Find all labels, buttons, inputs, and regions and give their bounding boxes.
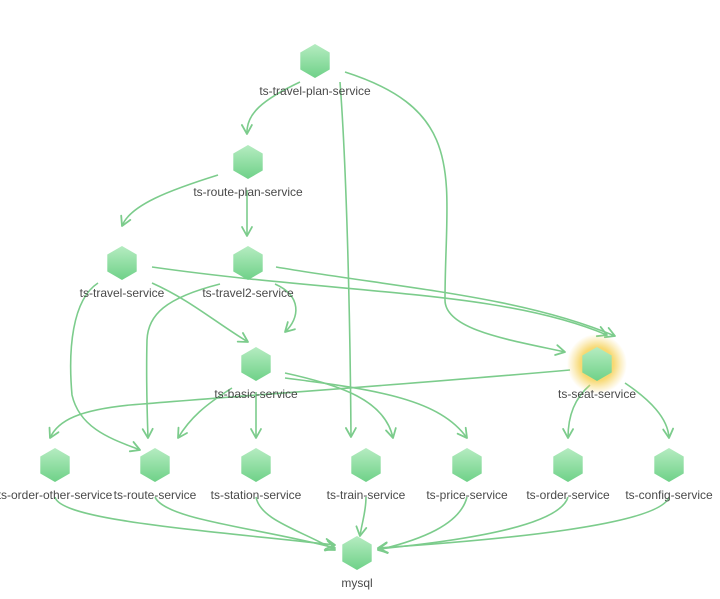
node-ts-station-service[interactable]: ts-station-service [211,448,302,502]
hexagon-icon [300,44,330,78]
edge-ts-travel-service-to-ts-seat-service [151,266,608,336]
edge-ts-travel2-service-to-ts-basic-service [274,283,297,333]
hexagon-icon [233,246,263,280]
node-label: mysql [341,576,372,590]
arrowhead-icon [250,428,262,439]
edge-ts-station-service-to-mysql [255,496,336,551]
node-label: ts-travel2-service [202,286,294,300]
edge-ts-route-service-to-mysql [154,496,336,549]
edge-ts-config-service-to-mysql [377,496,670,549]
node-label: ts-order-other-service [0,488,113,502]
hexagon-icon [342,536,372,570]
arrowhead-icon [241,226,253,237]
arrowhead-icon [377,541,389,554]
node-label: ts-config-service [625,488,713,502]
node-ts-route-plan-service[interactable]: ts-route-plan-service [193,145,303,199]
node-ts-train-service[interactable]: ts-train-service [327,448,406,502]
edge-ts-travel-service-to-ts-basic-service [151,282,249,343]
arrowhead-icon [120,214,132,227]
edge-ts-travel-plan-service-to-ts-train-service [339,81,352,438]
node-ts-price-service[interactable]: ts-price-service [426,448,508,502]
arrowhead-icon [554,344,566,356]
hexagon-icon [107,246,137,280]
node-label: ts-travel-plan-service [259,84,371,98]
edge-ts-route-plan-service-to-ts-travel-service [121,174,219,227]
node-label: ts-travel-service [80,286,165,300]
edges-layer [48,71,674,554]
edge-ts-travel-plan-service-to-ts-seat-service [344,71,566,353]
hexagon-icon [452,448,482,482]
arrowhead-icon [48,426,60,439]
arrowhead-icon [562,428,574,439]
edge-ts-travel-service-to-ts-route-service [69,282,141,451]
node-label: ts-route-plan-service [193,185,303,199]
hexagon-icon [233,145,263,179]
node-ts-config-service[interactable]: ts-config-service [625,448,713,502]
arrowhead-icon [385,427,397,439]
hexagon-icon [582,347,612,381]
hexagon-icon [40,448,70,482]
hexagon-icon [241,448,271,482]
edge-ts-travel-plan-service-to-ts-route-plan-service [246,81,301,135]
hexagon-icon [654,448,684,482]
arrowhead-icon [177,426,188,439]
node-label: ts-order-service [526,488,610,502]
arrowhead-icon [456,426,468,439]
hexagon-icon [553,448,583,482]
node-label: ts-seat-service [558,387,636,401]
node-ts-order-other-service[interactable]: ts-order-other-service [0,448,113,502]
hexagon-icon [351,448,381,482]
hexagon-icon [140,448,170,482]
nodes-layer: ts-travel-plan-service ts-route-plan-ser… [0,44,713,590]
edge-ts-seat-service-to-ts-config-service [624,382,670,439]
node-ts-route-service[interactable]: ts-route-service [114,448,197,502]
node-label: ts-price-service [426,488,508,502]
node-ts-travel-plan-service[interactable]: ts-travel-plan-service [259,44,371,98]
arrowhead-icon [323,540,336,551]
node-mysql[interactable]: mysql [341,536,373,590]
edge-ts-order-other-service-to-mysql [54,496,336,546]
edge-ts-basic-service-to-ts-route-service [177,387,233,439]
node-label: ts-train-service [327,488,406,502]
arrowhead-icon [345,427,357,438]
node-ts-basic-service[interactable]: ts-basic-service [214,347,298,401]
edge-ts-travel2-service-to-ts-route-service [145,283,221,439]
node-ts-travel-service[interactable]: ts-travel-service [80,246,165,300]
node-label: ts-basic-service [214,387,298,401]
edge-ts-seat-service-to-ts-order-other-service [49,369,571,439]
node-ts-travel2-service[interactable]: ts-travel2-service [202,246,294,300]
arrowhead-icon [236,332,249,343]
node-label: ts-station-service [211,488,302,502]
hexagon-icon [241,347,271,381]
node-ts-order-service[interactable]: ts-order-service [526,448,610,502]
edge-ts-basic-service-to-ts-train-service [284,372,394,439]
arrowhead-icon [662,427,674,439]
arrowhead-icon [355,525,368,537]
arrowhead-icon [284,321,296,333]
arrowhead-icon [241,124,253,135]
node-ts-seat-service[interactable]: ts-seat-service [558,334,636,401]
edge-ts-travel2-service-to-ts-seat-service [275,266,616,337]
edge-ts-train-service-to-mysql [359,496,367,537]
arrowhead-icon [128,441,141,453]
arrowhead-icon [141,427,154,439]
edge-ts-basic-service-to-ts-price-service [284,377,468,439]
node-label: ts-route-service [114,488,197,502]
